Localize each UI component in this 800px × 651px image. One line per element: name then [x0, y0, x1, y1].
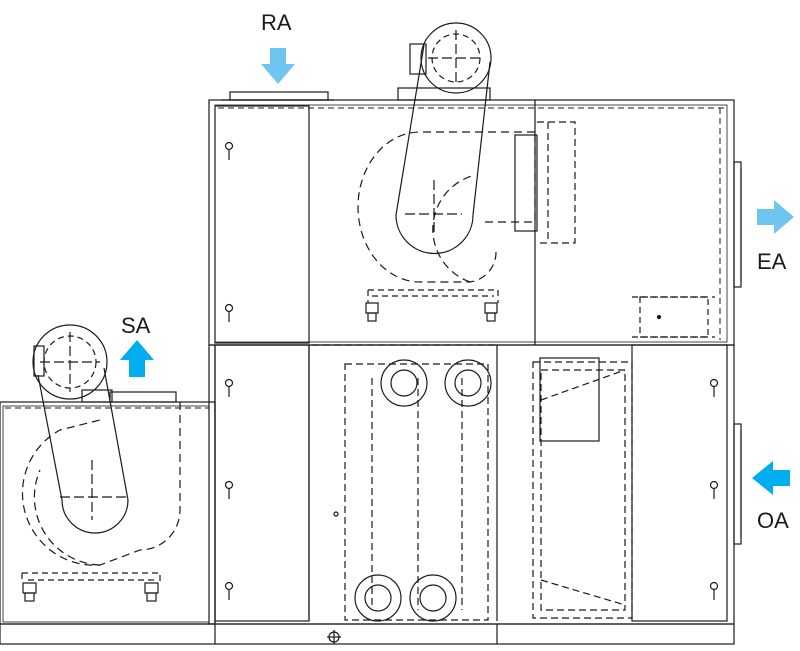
door-handle-icon	[709, 480, 719, 499]
outside-air-inlet-frame	[733, 423, 742, 545]
door-handle-icon	[224, 303, 234, 322]
door-handles	[224, 141, 719, 600]
inner-dashed-outline	[5, 107, 725, 409]
door-handle-icon	[224, 581, 234, 600]
arrow-up-icon	[120, 340, 154, 377]
unit-casing	[0, 99, 735, 645]
supply-fan	[21, 324, 181, 602]
arrow-down-icon	[261, 48, 295, 84]
exhaust-fan	[357, 22, 538, 322]
door-handle-icon	[709, 378, 719, 397]
return-air-label: RA	[261, 10, 292, 35]
outside-air-label: OA	[757, 508, 789, 533]
filter-marker	[656, 314, 662, 320]
coil-section	[312, 344, 497, 622]
exhaust-damper	[537, 121, 576, 244]
exhaust-outlet-frame	[733, 161, 742, 288]
exhaust-air-label: EA	[757, 249, 787, 274]
arrow-left-icon	[752, 461, 790, 495]
door-handle-icon	[709, 581, 719, 600]
mixing-section	[532, 357, 633, 619]
base-center-mark	[327, 630, 341, 644]
return-air-opening	[222, 87, 491, 101]
door-handle-icon	[224, 378, 234, 397]
arrow-right-icon	[757, 200, 794, 234]
door-handle-icon	[224, 480, 234, 499]
supply-air-label: SA	[121, 313, 151, 338]
door-handle-icon	[224, 141, 234, 160]
filter-box	[632, 296, 715, 338]
